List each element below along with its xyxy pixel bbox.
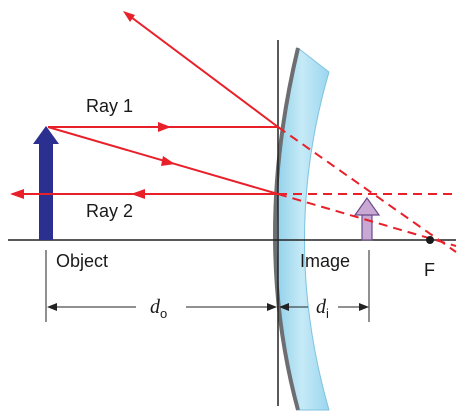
di-left-arrowhead [279, 303, 289, 311]
di-right-arrowhead [359, 303, 369, 311]
convex-mirror [274, 47, 330, 411]
do-right-arrowhead [267, 303, 277, 311]
ray1-reflected-arrowhead [123, 11, 135, 22]
mirror-reflective-edge [273, 47, 300, 411]
image-arrow [353, 196, 381, 241]
ray1-reflected [126, 13, 279, 128]
focal-point-label: F [424, 260, 435, 280]
ray1-virtual-extension [277, 126, 457, 253]
ray2-label: Ray 2 [86, 201, 133, 221]
d-object-label: do [150, 296, 167, 321]
ray2-reflected-arrowhead [10, 189, 24, 199]
ray1-incident-arrowhead [158, 122, 171, 132]
ray1-label: Ray 1 [86, 96, 133, 116]
ray2-reflected-mid-arrowhead [131, 189, 145, 199]
d-image-label: di [316, 296, 329, 321]
object-arrow [33, 126, 59, 240]
image-label: Image [300, 251, 350, 271]
do-left-arrowhead [47, 303, 57, 311]
object-label: Object [56, 251, 108, 271]
ray2-incident-arrowhead [161, 156, 175, 166]
ray2-virtual-extension [277, 193, 457, 247]
focal-point-dot [426, 236, 434, 244]
